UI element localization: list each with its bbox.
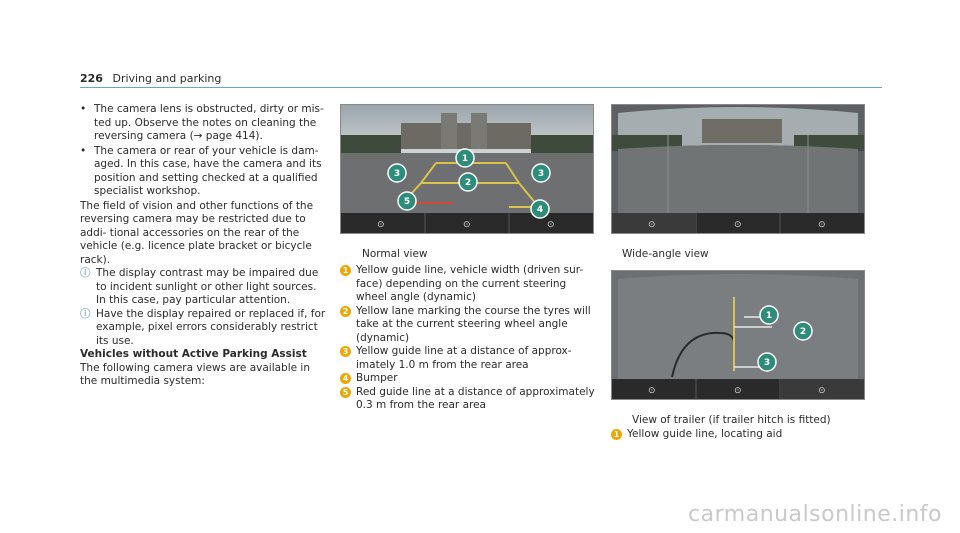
callout-2: 2 — [793, 321, 813, 341]
page-number: 226 — [80, 72, 103, 85]
wide-view-caption: Wide-angle view — [622, 248, 709, 260]
svg-text:3: 3 — [764, 358, 770, 368]
section-title: Driving and parking — [112, 72, 222, 85]
page-header: 226 Driving and parking — [80, 72, 221, 85]
svg-text:3: 3 — [538, 169, 544, 179]
bullet-icon: • — [80, 144, 87, 157]
trailer-view-image: ⊙ ⊙ ⊙ 1 2 3 — [611, 270, 865, 400]
callout-3-right: 3 — [531, 163, 551, 183]
svg-text:⊙: ⊙ — [734, 220, 742, 230]
callout-1: 1 — [759, 305, 779, 325]
legend-number: 2 — [340, 305, 351, 317]
normal-view-caption: Normal view — [362, 248, 428, 260]
svg-text:⊙: ⊙ — [734, 386, 742, 396]
svg-text:4: 4 — [537, 205, 543, 215]
svg-text:⊙: ⊙ — [463, 220, 471, 230]
paragraph: The field of vision and other functions … — [80, 199, 314, 266]
svg-text:⊙: ⊙ — [818, 220, 826, 230]
callout-3: 3 — [757, 352, 777, 372]
legend-number: 3 — [340, 346, 351, 357]
svg-text:3: 3 — [394, 169, 400, 179]
legend-number: 5 — [340, 386, 351, 398]
info-icon: ⓘ — [80, 267, 91, 279]
header-rule — [80, 87, 882, 88]
svg-text:⊙: ⊙ — [818, 386, 826, 396]
legend-number: 1 — [611, 429, 622, 440]
section-heading: Vehicles without Active Parking Assist — [80, 348, 307, 360]
normal-view-image: ⊙ ⊙ ⊙ 1 2 3 3 4 5 — [340, 104, 594, 234]
bullet-item: •The camera lens is obstructed, dirty or… — [80, 103, 324, 142]
callout-2: 2 — [458, 172, 478, 192]
callout-1: 1 — [455, 148, 475, 168]
svg-text:2: 2 — [465, 178, 471, 188]
svg-text:2: 2 — [800, 327, 806, 337]
svg-text:⊙: ⊙ — [648, 386, 656, 396]
svg-text:⊙: ⊙ — [648, 220, 656, 230]
intro-text: The following camera views are available… — [80, 361, 311, 388]
wide-view-image: ⊙ ⊙ ⊙ — [611, 104, 865, 234]
svg-text:⊙: ⊙ — [547, 220, 555, 230]
svg-text:5: 5 — [404, 197, 410, 207]
svg-text:⊙: ⊙ — [377, 220, 385, 230]
trailer-view-caption: View of trailer (if trailer hitch is fit… — [632, 414, 831, 426]
info-icon: ⓘ — [80, 307, 91, 320]
svg-text:1: 1 — [766, 311, 772, 321]
watermark: carmanualsonline.info — [688, 502, 942, 527]
bullet-icon: • — [80, 103, 87, 115]
legend-number: 4 — [340, 373, 351, 384]
callout-5: 5 — [397, 191, 417, 211]
text-column: •The camera lens is obstructed, dirty or… — [80, 103, 326, 389]
svg-text:1: 1 — [462, 154, 468, 164]
callout-4: 4 — [530, 199, 550, 219]
bullet-item: •The camera or rear of your vehicle is d… — [80, 144, 322, 198]
legend-number: 1 — [340, 265, 351, 276]
callout-3-left: 3 — [387, 163, 407, 183]
